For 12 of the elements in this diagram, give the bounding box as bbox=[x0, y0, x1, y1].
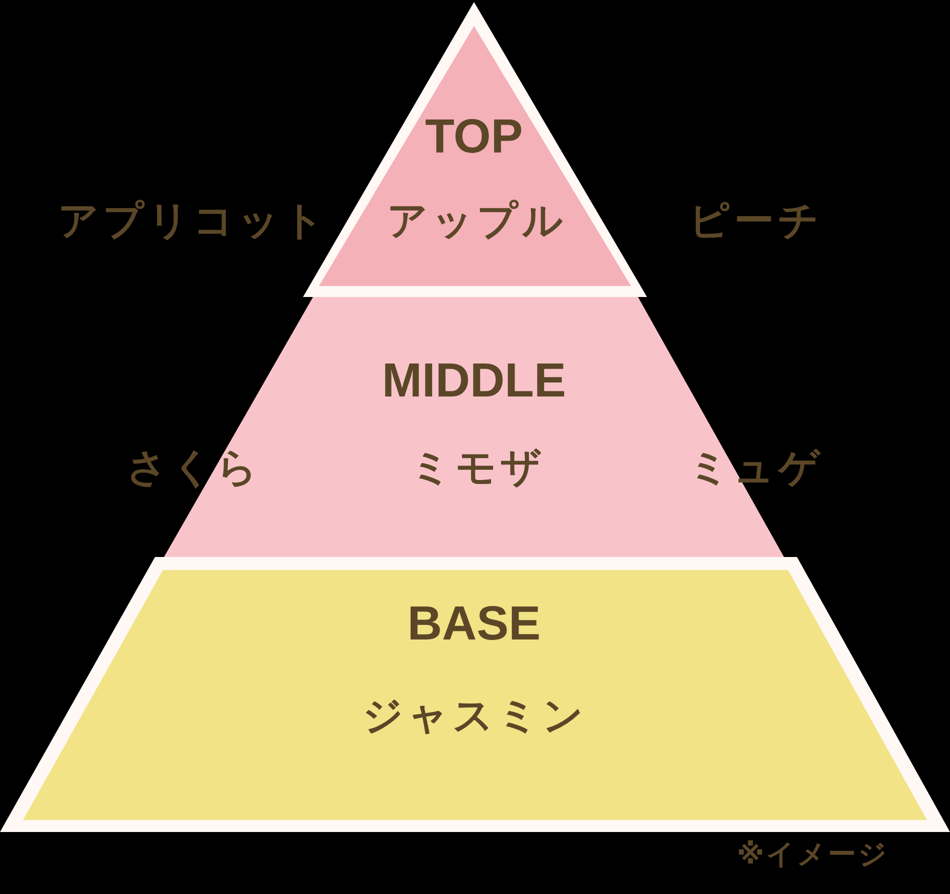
tier-heading: TOP bbox=[425, 112, 523, 164]
tier-heading: BASE bbox=[407, 598, 541, 652]
note-name: アプリコット bbox=[58, 199, 328, 243]
trapezoid-tier bbox=[0, 557, 950, 832]
note-name: アップル bbox=[387, 199, 567, 243]
note-name: ミモザ bbox=[410, 446, 546, 490]
image-note: ※イメージ bbox=[736, 840, 890, 870]
note-name: さくら bbox=[126, 446, 262, 490]
note-name: ミュゲ bbox=[688, 446, 824, 490]
note-name: ピーチ bbox=[689, 199, 823, 243]
tier-heading: MIDDLE bbox=[382, 356, 566, 408]
note-name: ジャスミン bbox=[362, 694, 588, 738]
